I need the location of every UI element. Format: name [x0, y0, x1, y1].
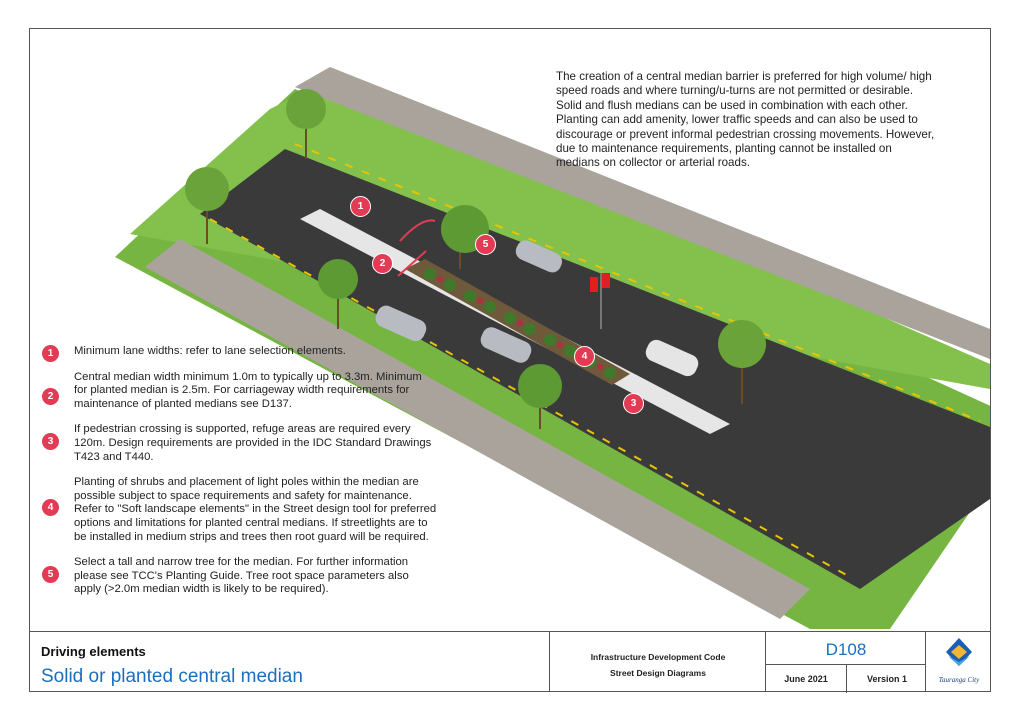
- note-item-2: 2 Central median width minimum 1.0m to t…: [42, 371, 437, 412]
- car-icon: [480, 327, 532, 363]
- drawing-number: D108: [825, 640, 867, 659]
- note-item-1: 1 Minimum lane widths: refer to lane sel…: [42, 345, 437, 362]
- drawing-number-box: D108 June 2021 Version 1: [765, 632, 926, 693]
- version-label: Version 1: [866, 674, 908, 684]
- code-column: Infrastructure Development Code Street D…: [549, 632, 766, 692]
- note-text-4: Planting of shrubs and placement of ligh…: [74, 476, 437, 543]
- revision-row: June 2021 Version 1: [766, 664, 926, 693]
- car-icon: [375, 305, 427, 342]
- tree-icon: [718, 320, 766, 404]
- note-badge-4: 4: [42, 499, 59, 517]
- note-text-2: Central median width minimum 1.0m to typ…: [74, 370, 422, 410]
- note-item-5: 5 Select a tall and narrow tree for the …: [42, 556, 437, 597]
- tree-icon: [318, 259, 358, 329]
- callout-3: 3: [623, 393, 644, 414]
- tree-icon: [518, 364, 562, 429]
- car-icon: [515, 240, 563, 273]
- title-block: Driving elements Solid or planted centra…: [29, 631, 991, 693]
- section-name: Driving elements: [41, 644, 146, 659]
- note-badge-1: 1: [42, 345, 59, 362]
- callout-5: 5: [475, 234, 496, 255]
- note-badge-5: 5: [42, 566, 59, 584]
- tree-icon: [286, 89, 326, 159]
- note-item-3: 3 If pedestrian crossing is supported, r…: [42, 423, 437, 464]
- tree-icon: [185, 167, 229, 244]
- median-description: The creation of a central median barrier…: [556, 70, 935, 170]
- callout-1: 1: [350, 196, 371, 217]
- note-badge-3: 3: [42, 433, 59, 451]
- issue-date: June 2021: [784, 674, 828, 684]
- street-illustration: [115, 67, 990, 629]
- drawing-title: Solid or planted central median: [41, 666, 303, 687]
- version-cell: Version 1: [846, 665, 927, 693]
- note-text-5: Select a tall and narrow tree for the me…: [74, 556, 409, 596]
- note-text-3: If pedestrian crossing is supported, ref…: [74, 423, 432, 463]
- note-badge-2: 2: [42, 387, 59, 405]
- code-name: Infrastructure Development Code: [590, 652, 726, 662]
- diagram-set-name: Street Design Diagrams: [610, 668, 706, 678]
- note-item-4: 4 Planting of shrubs and placement of li…: [42, 476, 437, 544]
- callout-2: 2: [372, 253, 393, 274]
- logo-wordmark: Tauranga City: [938, 676, 980, 684]
- logo-icon: [946, 638, 972, 666]
- callout-4: 4: [574, 346, 595, 367]
- note-text-1: Minimum lane widths: refer to lane selec…: [74, 345, 346, 357]
- car-icon: [645, 339, 699, 377]
- page-frame: [29, 28, 991, 692]
- notes-list: 1 Minimum lane widths: refer to lane sel…: [42, 345, 437, 609]
- council-logo: Tauranga City: [925, 632, 992, 692]
